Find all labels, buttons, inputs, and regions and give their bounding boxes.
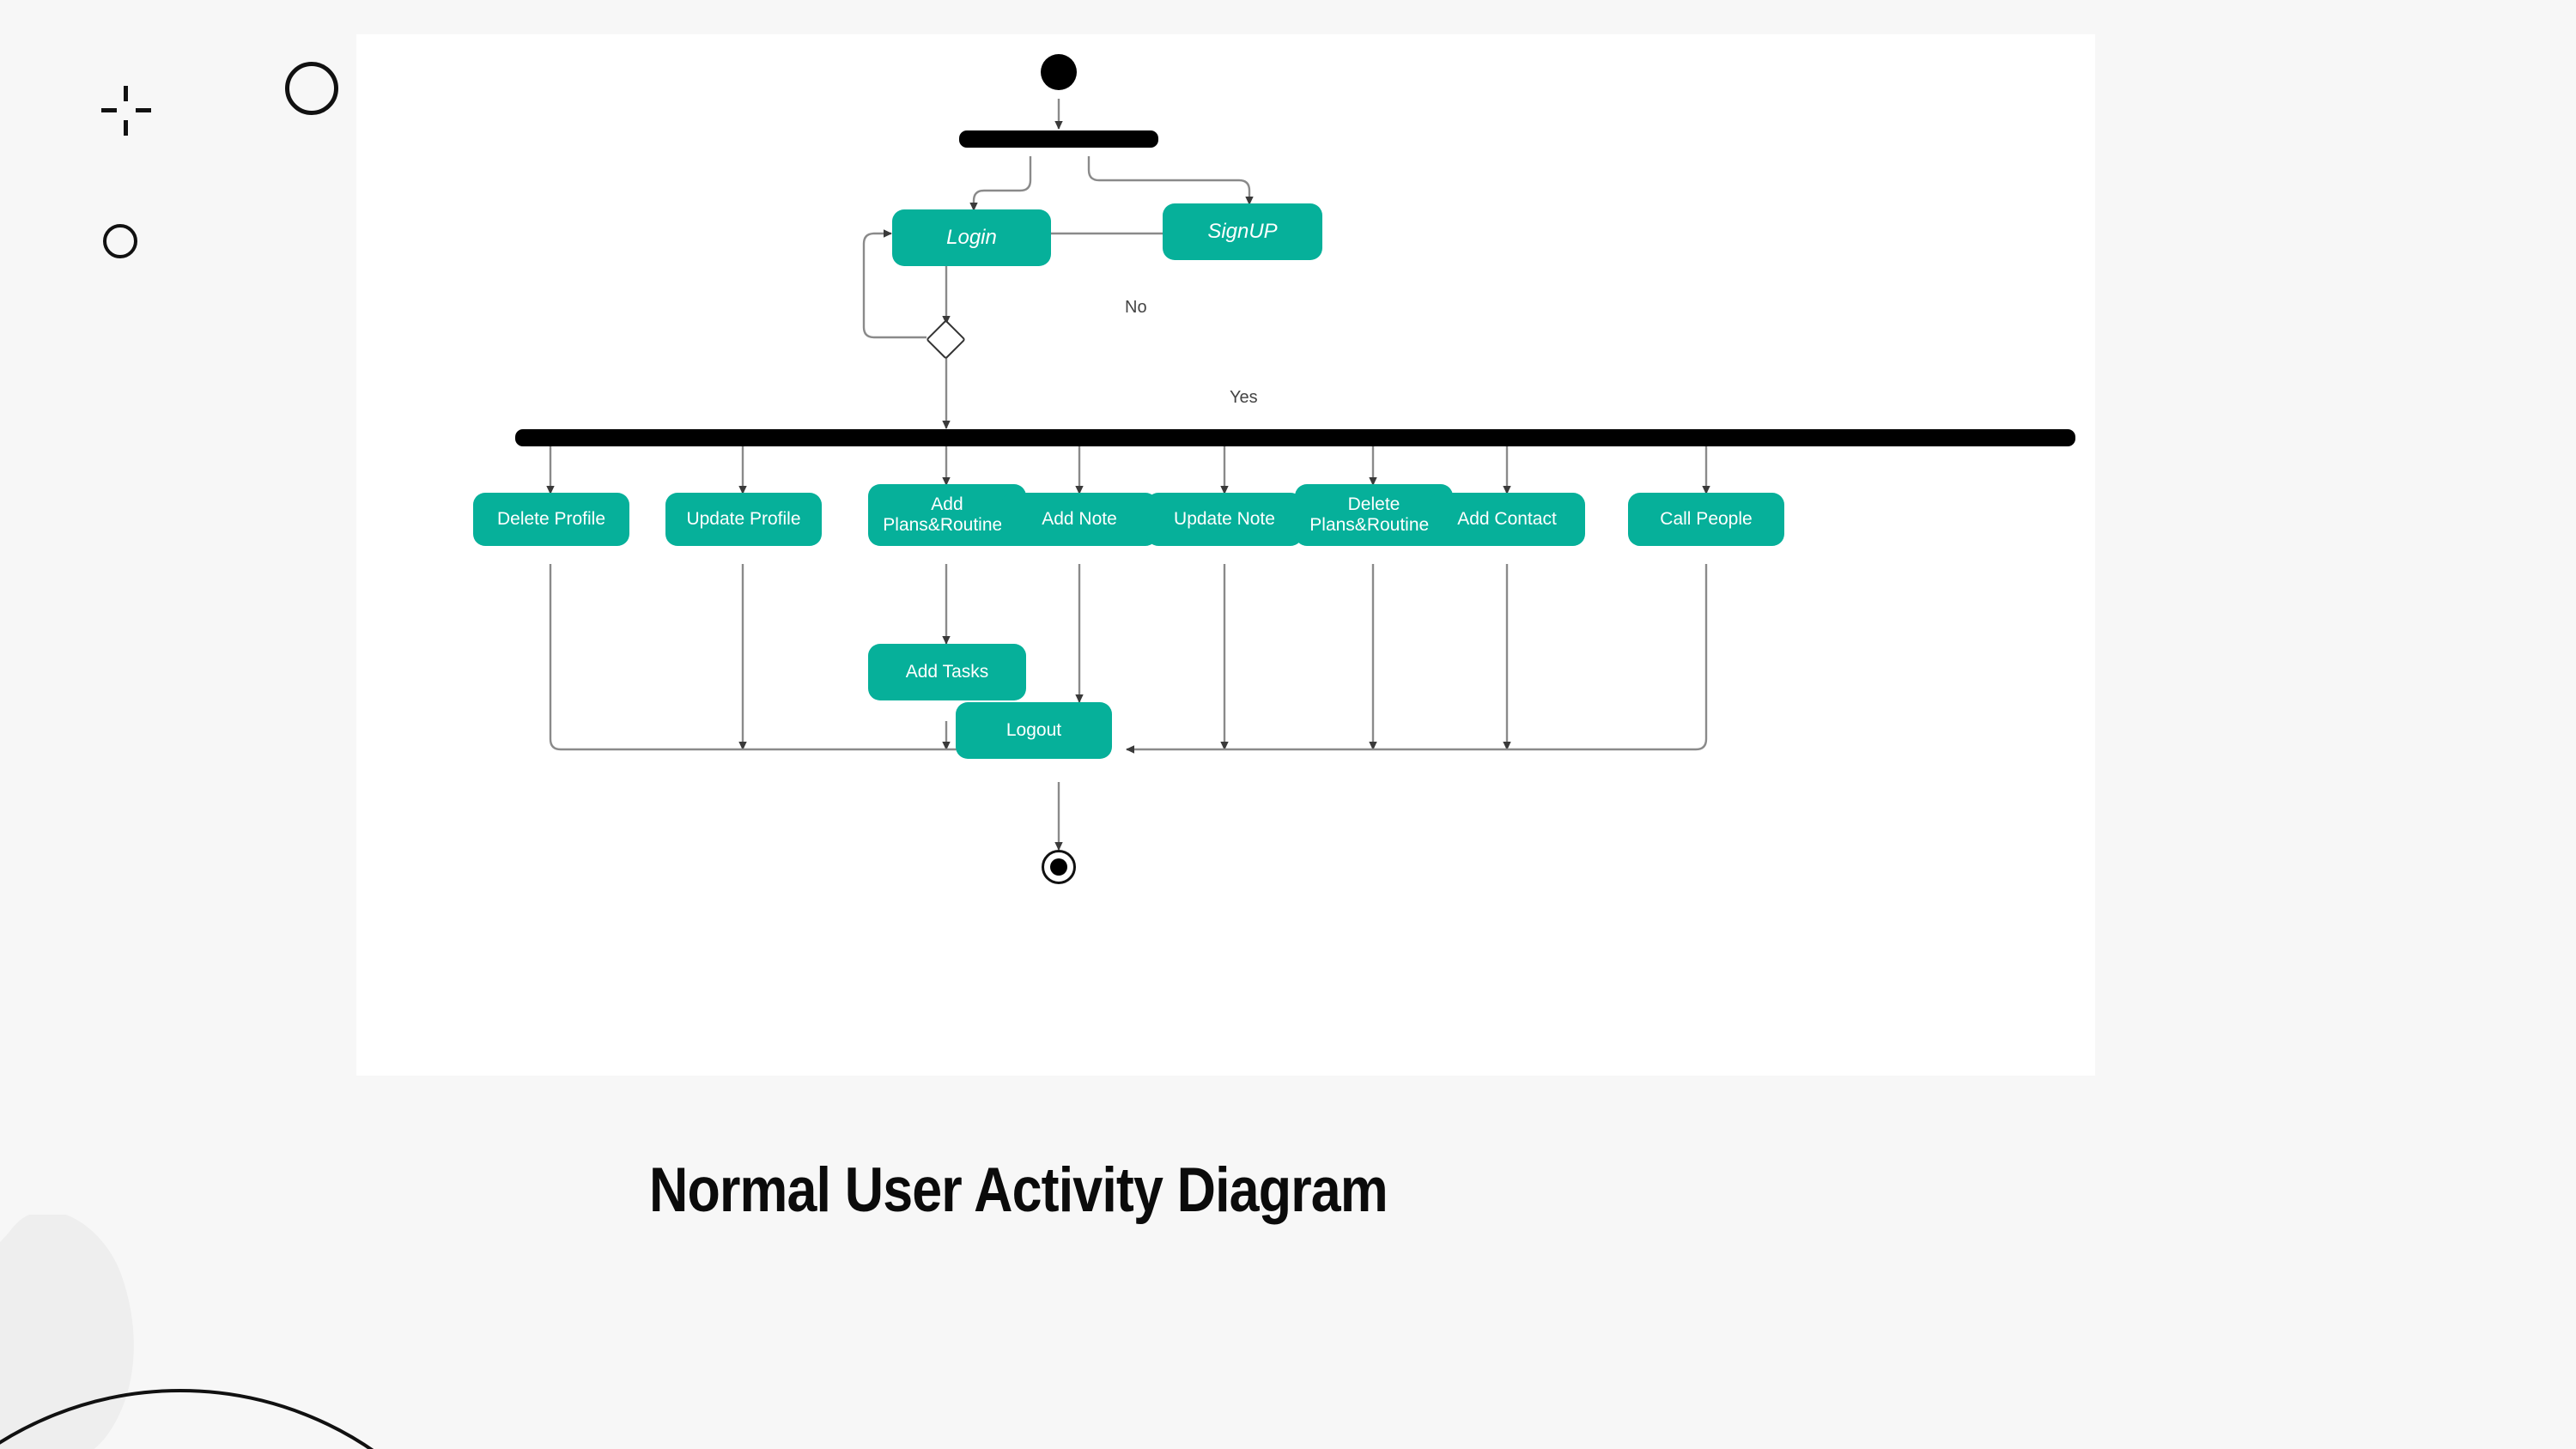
node-label: Update Profile: [686, 508, 801, 529]
node-logout[interactable]: Logout: [956, 702, 1112, 759]
node-login[interactable]: Login: [892, 209, 1051, 266]
node-delete-profile[interactable]: Delete Profile: [473, 493, 629, 546]
circle-outline-small-icon: [103, 224, 137, 258]
node-label: Update Note: [1174, 508, 1275, 529]
edge-label-no: No: [1125, 298, 1147, 317]
arc-curve: [0, 1389, 374, 1449]
blob-shape: [0, 1215, 134, 1449]
crosshair-icon: [101, 86, 151, 136]
final-node: [1042, 850, 1076, 884]
node-label: Logout: [1005, 719, 1062, 740]
node-label: SignUP: [1207, 220, 1278, 244]
node-label: Login: [946, 226, 997, 250]
node-label: Add Plans&Routines: [883, 494, 1012, 535]
node-update-note[interactable]: Update Note: [1146, 493, 1303, 546]
fork-bar-main: [515, 429, 2075, 446]
final-node-core: [1049, 858, 1068, 876]
node-signup[interactable]: SignUP: [1163, 203, 1322, 260]
initial-node: [1041, 54, 1077, 90]
node-label: Call People: [1660, 508, 1753, 529]
circle-outline-large-icon: [285, 62, 338, 115]
node-update-profile[interactable]: Update Profile: [665, 493, 822, 546]
node-add-tasks[interactable]: Add Tasks: [868, 644, 1026, 700]
node-add-contact[interactable]: Add Contact: [1429, 493, 1585, 546]
page-title: Normal User Activity Diagram: [649, 1155, 1388, 1225]
edge-label-yes: Yes: [1230, 388, 1258, 407]
node-label: Add Note: [1042, 508, 1117, 529]
node-label: Delete Plans&Routines: [1309, 494, 1438, 535]
node-add-plans-routines[interactable]: Add Plans&Routines: [868, 484, 1026, 546]
node-add-note[interactable]: Add Note: [1001, 493, 1157, 546]
diagram-canvas: Login SignUP No Yes Delete Profile Updat…: [356, 34, 2095, 1076]
diagram-edges: [546, 99, 1710, 851]
node-label: Delete Profile: [496, 508, 606, 529]
node-call-people[interactable]: Call People: [1628, 493, 1784, 546]
node-label: Add Contact: [1457, 508, 1557, 529]
fork-bar-top: [959, 130, 1158, 148]
node-delete-plans-routines[interactable]: Delete Plans&Routines: [1295, 484, 1453, 546]
node-label: Add Tasks: [905, 661, 989, 682]
